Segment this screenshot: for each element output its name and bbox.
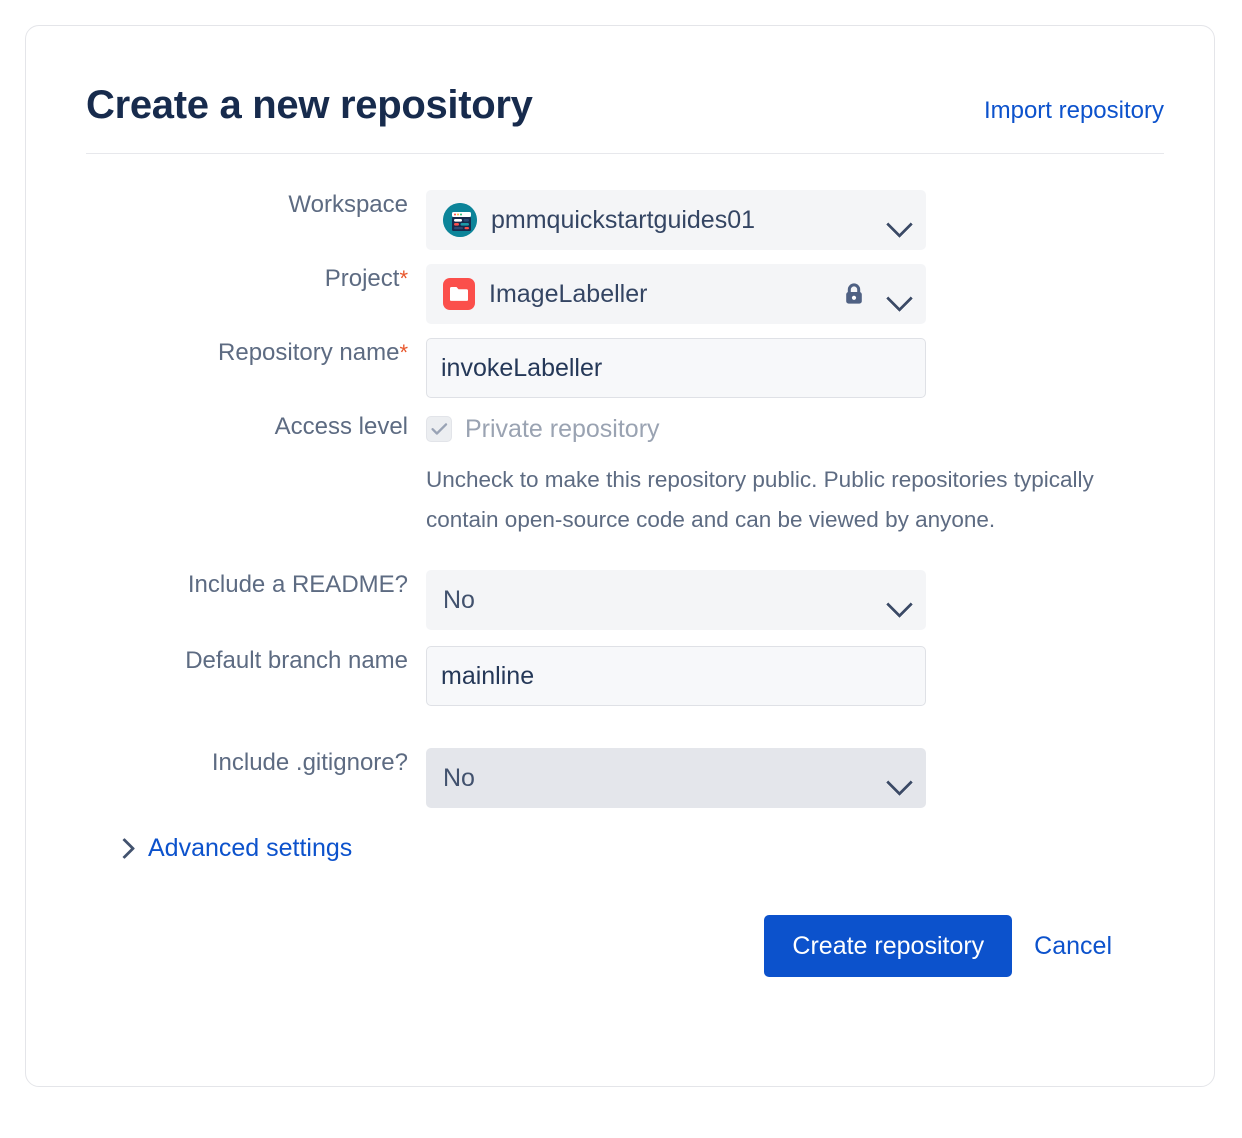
import-repository-link[interactable]: Import repository <box>983 97 1164 124</box>
private-repository-checkbox <box>426 416 452 442</box>
card-header: Create a new repository Import repositor… <box>86 81 1164 154</box>
repository-name-input[interactable] <box>426 338 926 398</box>
workspace-avatar-icon <box>443 203 477 237</box>
chevron-down-icon <box>886 285 913 312</box>
project-select[interactable]: ImageLabeller <box>426 264 926 324</box>
chevron-down-icon <box>886 591 913 618</box>
repository-name-row: Repository name* <box>86 338 1164 398</box>
project-control: ImageLabeller <box>426 264 1164 324</box>
project-folder-icon <box>443 278 475 310</box>
include-readme-control: No <box>426 570 1164 630</box>
page-title: Create a new repository <box>86 83 533 127</box>
workspace-row: Workspace <box>86 190 1164 250</box>
workspace-label: Workspace <box>288 191 408 218</box>
repository-name-control <box>426 338 1164 398</box>
access-level-help-text: Uncheck to make this repository public. … <box>426 467 1094 532</box>
include-gitignore-select[interactable]: No <box>426 748 926 808</box>
card-content: Create a new repository Import repositor… <box>86 81 1186 977</box>
include-gitignore-control: No <box>426 748 1164 808</box>
access-level-row: Access level Private repository Uncheck … <box>86 412 1164 540</box>
create-repository-button[interactable]: Create repository <box>764 915 1013 977</box>
chevron-down-icon <box>886 211 913 238</box>
include-readme-label: Include a README? <box>187 571 408 598</box>
include-readme-select[interactable]: No <box>426 570 926 630</box>
create-repository-form: Workspace <box>86 190 1164 977</box>
workspace-value: pmmquickstartguides01 <box>491 205 756 234</box>
default-branch-name-row: Default branch name <box>86 646 1164 706</box>
default-branch-name-label: Default branch name <box>185 647 408 674</box>
workspace-control: pmmquickstartguides01 <box>426 190 1164 250</box>
form-actions: Create repository Cancel <box>86 915 1164 977</box>
project-value: ImageLabeller <box>489 279 648 308</box>
include-gitignore-row: Include .gitignore? No <box>86 748 1164 808</box>
access-level-label: Access level <box>274 413 408 440</box>
project-required-marker: * <box>399 266 408 291</box>
include-readme-row: Include a README? No <box>86 570 1164 630</box>
repository-name-required-marker: * <box>399 340 408 365</box>
private-repository-checkbox-line[interactable]: Private repository <box>426 414 1164 444</box>
cancel-button[interactable]: Cancel <box>1034 931 1112 960</box>
project-row: Project* ImageLabeller <box>86 264 1164 324</box>
default-branch-name-control <box>426 646 1164 706</box>
include-readme-value: No <box>443 585 475 614</box>
repository-name-label: Repository name* <box>86 338 426 368</box>
private-repository-label: Private repository <box>465 414 660 443</box>
chevron-down-icon <box>886 769 913 796</box>
lock-icon <box>841 281 867 307</box>
include-gitignore-label: Include .gitignore? <box>211 749 408 776</box>
create-repository-card: Create a new repository Import repositor… <box>25 25 1215 1087</box>
advanced-settings-label: Advanced settings <box>148 834 353 862</box>
access-level-control: Private repository Uncheck to make this … <box>426 412 1164 540</box>
chevron-right-icon <box>113 837 136 860</box>
workspace-select[interactable]: pmmquickstartguides01 <box>426 190 926 250</box>
project-label-text: Project <box>324 265 400 292</box>
advanced-settings-toggle[interactable]: Advanced settings <box>113 834 1164 863</box>
include-gitignore-value: No <box>443 763 475 792</box>
repository-name-label-text: Repository name <box>218 339 400 366</box>
project-label: Project* <box>86 264 426 294</box>
default-branch-name-input[interactable] <box>426 646 926 706</box>
